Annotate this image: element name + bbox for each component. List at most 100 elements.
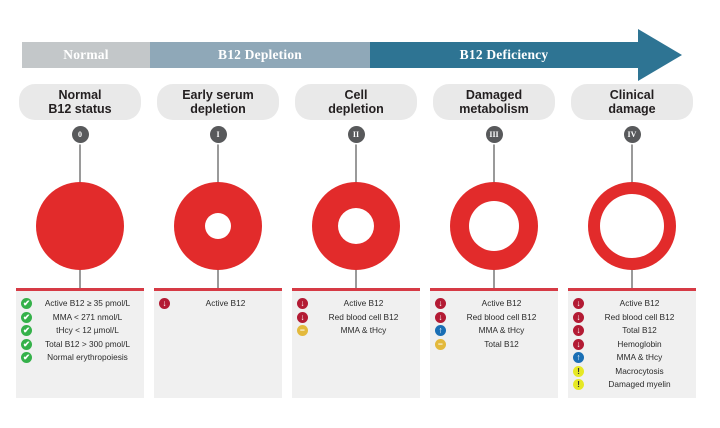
arrow-down-icon: ↓ [159,298,170,309]
arrow-down-icon: ↓ [573,325,584,336]
stage-number-badge-2: II [347,126,365,143]
marker-label: MMA & tHcy [478,325,525,336]
b12-level-donut-0 [36,182,124,270]
check-icon: ✔ [21,352,32,363]
arrow-flat-icon: − [297,325,308,336]
marker-list-item: ✔ Normal erythropoiesis [21,352,139,363]
marker-list-item: ! Macrocytosis [573,365,691,377]
marker-label: Red blood cell B12 [604,311,675,322]
marker-label: MMA & tHcy [616,352,663,363]
marker-label: Total B12 [622,325,657,336]
stage-stem-1: I [154,120,282,176]
check-icon: ✔ [21,298,32,309]
marker-list-item: ! Damaged myelin [573,379,691,390]
band-segment-depletion: B12 Depletion [150,42,370,68]
marker-list-item: ✔MMA < 271 nmol/L [21,311,139,323]
stage-number-badge-3: III [485,126,503,143]
warning-icon: ! [573,379,584,390]
band-segment-normal-label: Normal [63,47,109,62]
marker-list-item: ↓ Red blood cell B12 [573,311,691,323]
stage-stem-line-2 [355,128,357,176]
stage-stem-3: III [430,120,558,176]
marker-label: Normal erythropoiesis [47,352,128,363]
marker-label: Total B12 > 300 pmol/L [44,338,131,349]
stage-title-line1-1: Early serum [182,88,254,102]
marker-label: Active B12 [619,298,660,309]
marker-list-2: ↓Active B12↓Red blood cell B12−MMA & tHc… [297,298,415,336]
stage-connector-2 [355,276,357,288]
marker-label: Active B12 ≥ 35 pmol/L [44,298,131,309]
marker-panel-2: ↓Active B12↓Red blood cell B12−MMA & tHc… [292,288,420,398]
marker-list-item: ↓Active B12 [297,298,415,309]
stage-title-line2-4: damage [608,102,656,116]
stage-stem-line-4 [631,128,633,176]
arrow-down-icon: ↓ [435,311,446,323]
stage-donut-wrap-3 [430,176,558,276]
marker-list-item: − Total B12 [435,338,553,350]
stage-donut-wrap-4 [568,176,696,276]
marker-panel-3: ↓Active B12↓Red blood cell B12↑MMA & tHc… [430,288,558,398]
arrow-down-icon: ↓ [573,311,584,323]
stage-donut-wrap-1 [154,176,282,276]
stage-progress-band: Normal B12 Depletion B12 Deficiency [22,29,682,81]
stage-title-line2-2: depletion [328,102,384,116]
marker-label: Damaged myelin [608,379,671,390]
band-segment-depletion-label: B12 Depletion [218,47,302,62]
marker-list-0: ✔ Active B12 ≥ 35 pmol/L ✔MMA < 271 nmol/L… [21,298,139,363]
marker-list-item: ↓ Hemoglobin [573,338,691,350]
marker-list-3: ↓Active B12↓Red blood cell B12↑MMA & tHc… [435,298,553,350]
stage-title-line1-0: Normal [58,88,102,102]
marker-label: Total B12 [484,338,519,349]
b12-level-donut-hole-4 [600,194,664,258]
arrow-down-icon: ↓ [297,298,308,309]
marker-label: Active B12 [205,298,246,309]
stage-title-line2-3: metabolism [459,102,529,116]
marker-list-item: ↑MMA & tHcy [435,325,553,336]
band-segment-normal: Normal [22,42,150,68]
stage-donut-wrap-2 [292,176,420,276]
arrow-down-icon: ↓ [435,298,446,309]
stage-connector-4 [631,276,633,288]
marker-list-item: ↓Red blood cell B12 [297,311,415,323]
marker-label: Hemoglobin [617,338,662,349]
marker-label: Macrocytosis [615,365,664,376]
stage-title-line1-3: Damaged [465,88,523,102]
band-segment-deficiency: B12 Deficiency [370,42,638,68]
stage-donut-wrap-0 [16,176,144,276]
marker-label: Red blood cell B12 [328,311,399,322]
arrow-down-icon: ↓ [573,338,584,350]
marker-list-item: −MMA & tHcy [297,325,415,336]
b12-level-donut-hole-1 [205,213,231,239]
b12-level-donut-3 [450,182,538,270]
arrow-down-icon: ↓ [573,298,584,309]
stage-stem-line-3 [493,128,495,176]
check-icon: ✔ [21,311,32,323]
stage-stem-line-0 [79,128,81,176]
marker-panel-1: ↓ Active B12 [154,288,282,398]
stage-stem-0: 0 [16,120,144,176]
stage-number-badge-4: IV [623,126,641,143]
warning-icon: ! [573,365,584,377]
stage-title-line2-1: depletion [190,102,246,116]
marker-list-item: ✔ Active B12 ≥ 35 pmol/L [21,298,139,309]
band-arrow-head-icon [638,29,682,81]
stage-stem-line-1 [217,128,219,176]
marker-panel-0: ✔ Active B12 ≥ 35 pmol/L ✔MMA < 271 nmol/L… [16,288,144,398]
arrow-flat-icon: − [435,338,446,350]
stage-title-line2-0: B12 status [48,102,112,116]
marker-list-item: ✔Total B12 > 300 pmol/L [21,338,139,350]
marker-panel-4: ↓ Active B12 ↓ Red blood cell B12 ↓ Total B12… [568,288,696,398]
stage-connector-3 [493,276,495,288]
marker-list-item: ↓Red blood cell B12 [435,311,553,323]
b12-level-donut-4 [588,182,676,270]
